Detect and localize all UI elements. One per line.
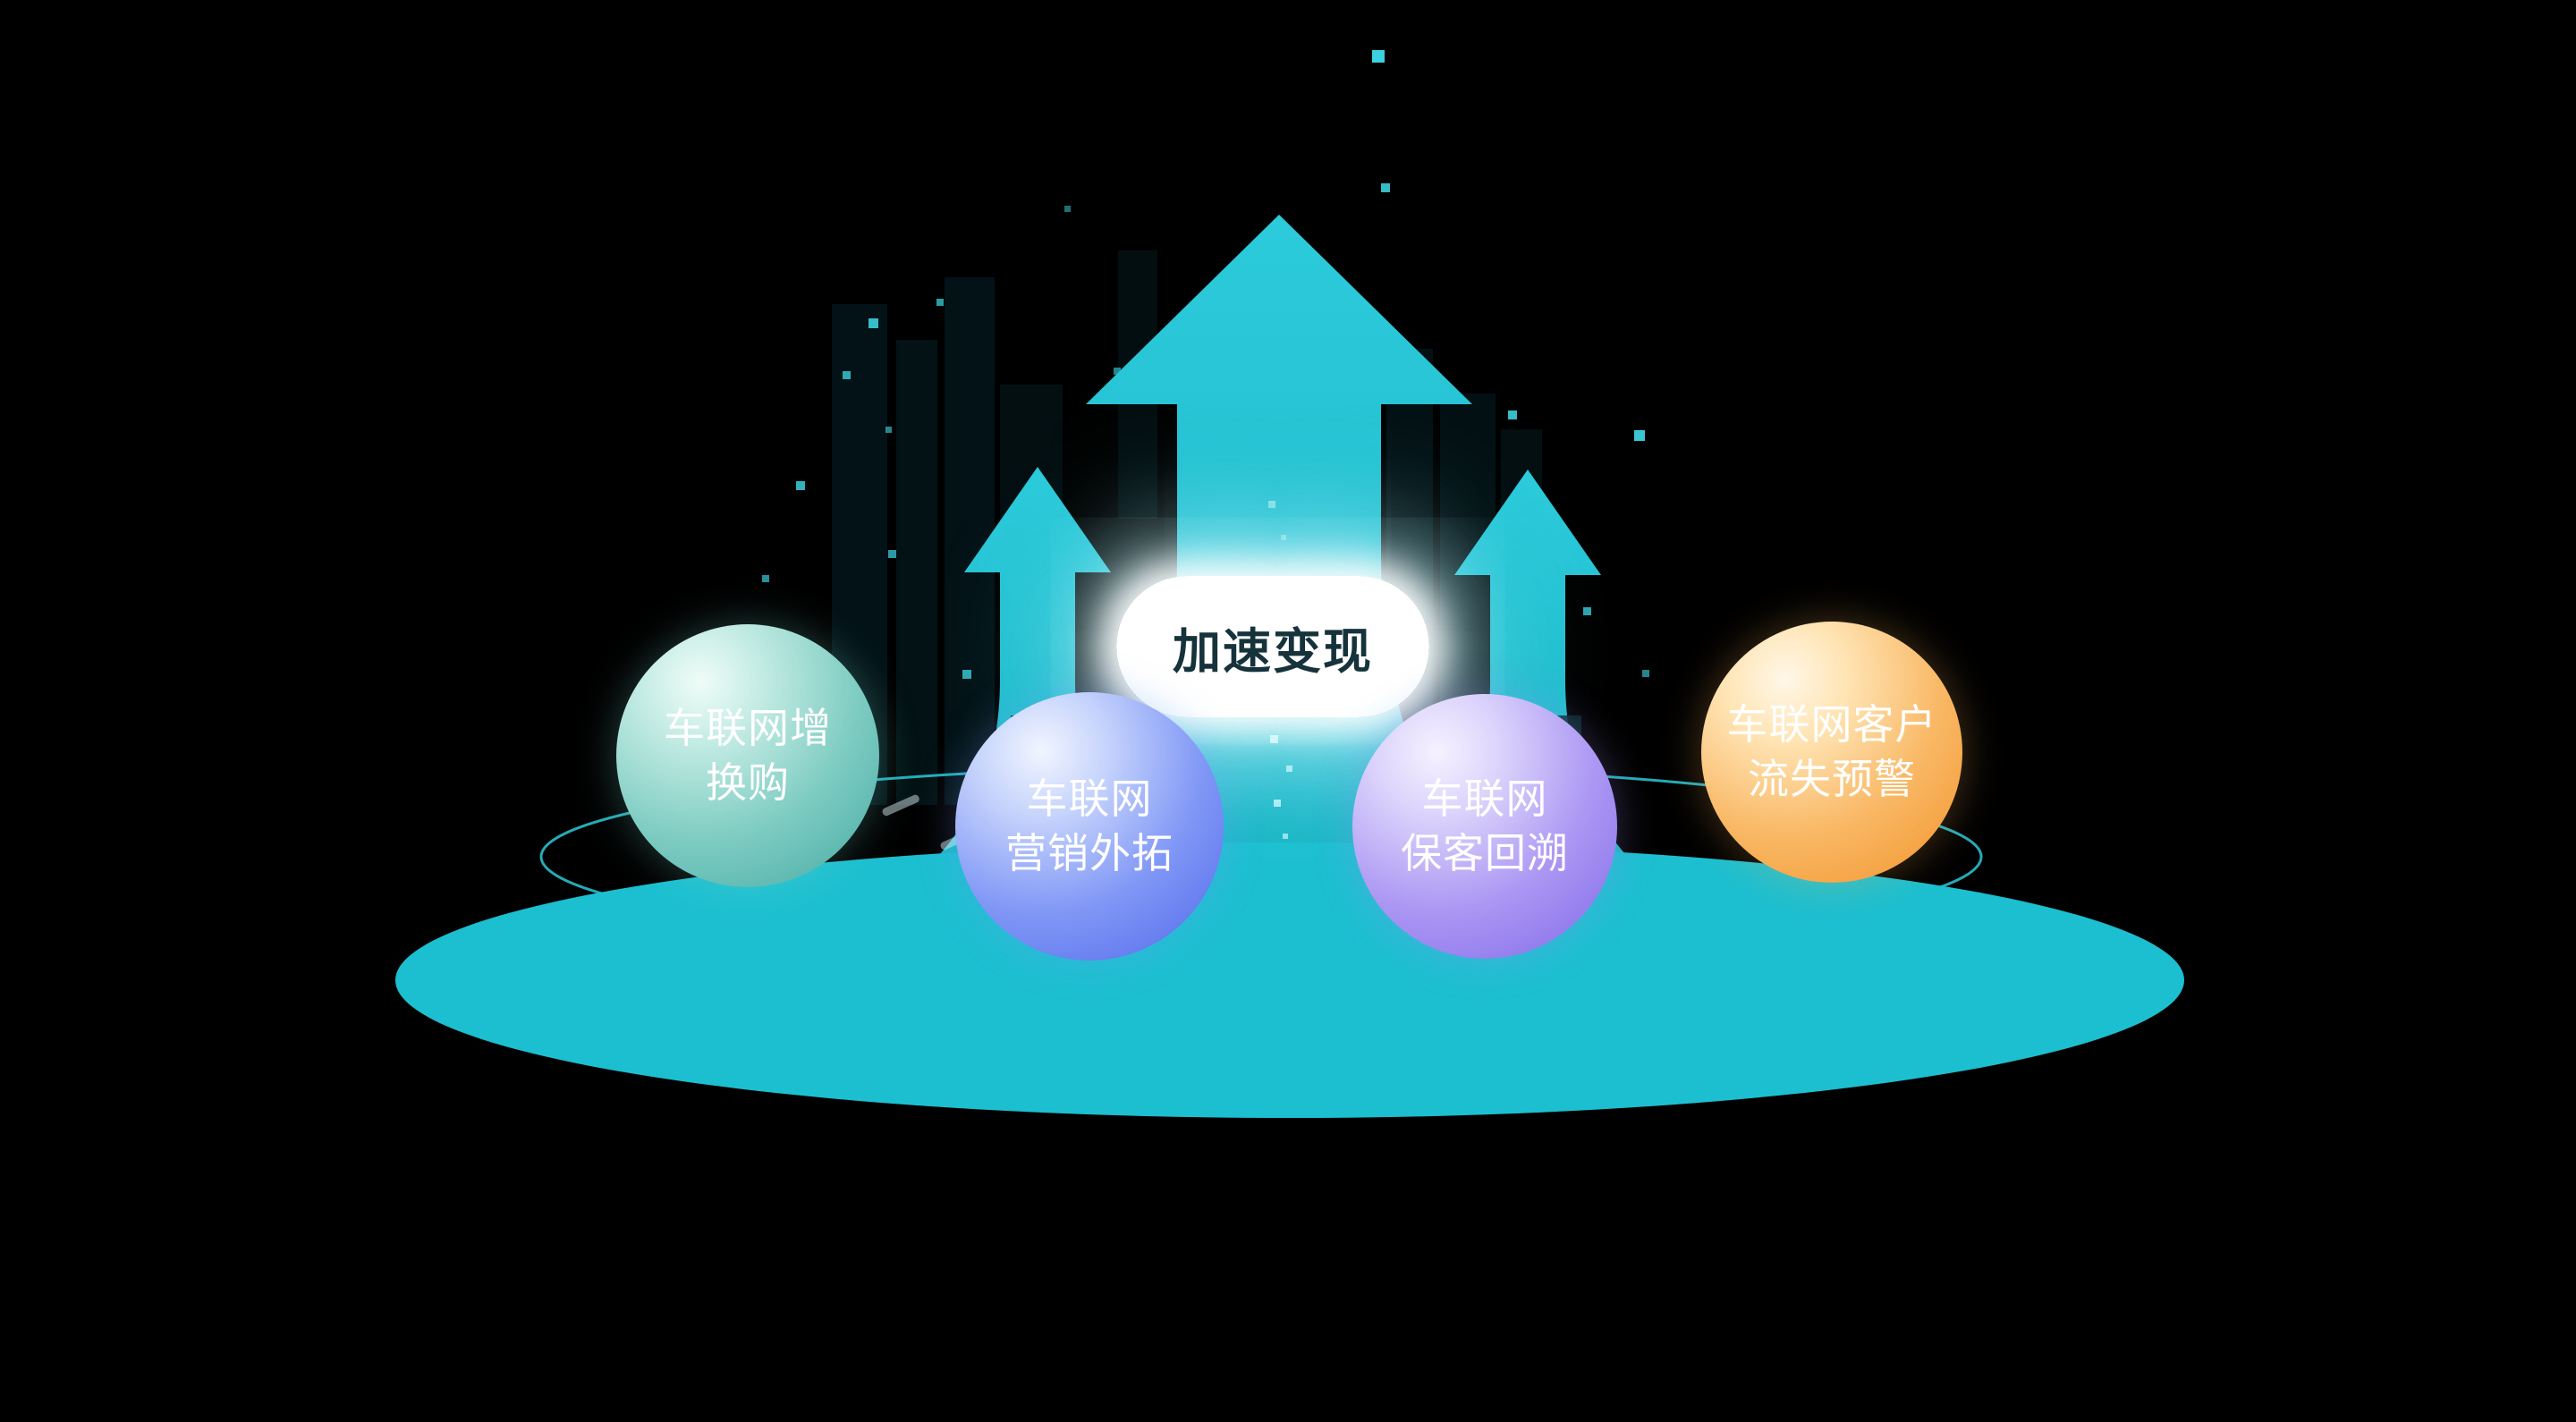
center-label: 加速变现 [1116,576,1429,717]
bubble-telematics-marketing-expansion: 车联网 营销外拓 [955,692,1224,961]
bubble-telematics-trade-in: 车联网增 换购 [616,624,879,887]
bubble-telematics-customer-retention: 车联网 保客回溯 [1352,694,1617,959]
bubble-line: 流失预警 [1748,756,1916,802]
left-arrow-icon [919,467,1156,875]
bubble-line: 车联网 [1421,775,1548,823]
bubble-line: 车联网客户 [1726,701,1937,749]
bubble-telematics-churn-warning: 车联网客户 流失预警 [1701,622,1962,883]
bubble-line: 车联网增 [664,705,832,752]
platform-ellipse [395,842,2184,1118]
bubble-line: 营销外拓 [1005,830,1174,876]
bubble-line: 换购 [706,759,790,806]
light-stream-icon [1268,501,1292,839]
center-label-text: 加速变现 [1173,624,1373,679]
bubble-line: 车联网 [1026,775,1153,823]
right-arrow-icon [1410,470,1646,875]
bubble-line: 保客回溯 [1401,830,1569,876]
